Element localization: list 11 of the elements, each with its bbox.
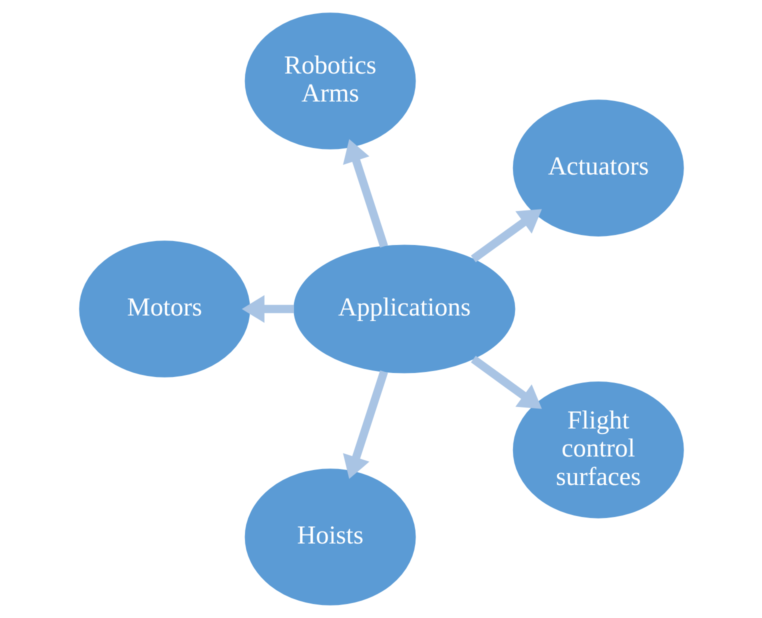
arrow (342, 139, 388, 248)
arrow (241, 295, 294, 323)
node-ellipse: Applications (293, 244, 515, 374)
node-ellipse: Actuators (512, 100, 684, 236)
arrow (470, 356, 542, 409)
arrow (470, 209, 542, 262)
node-ellipse: Flight control surfaces (512, 382, 684, 518)
node-ellipse: Robotics Arms (244, 12, 416, 150)
arrow (342, 370, 388, 479)
node-ellipse: Hoists (244, 468, 416, 606)
node-ellipse: Motors (78, 240, 250, 378)
